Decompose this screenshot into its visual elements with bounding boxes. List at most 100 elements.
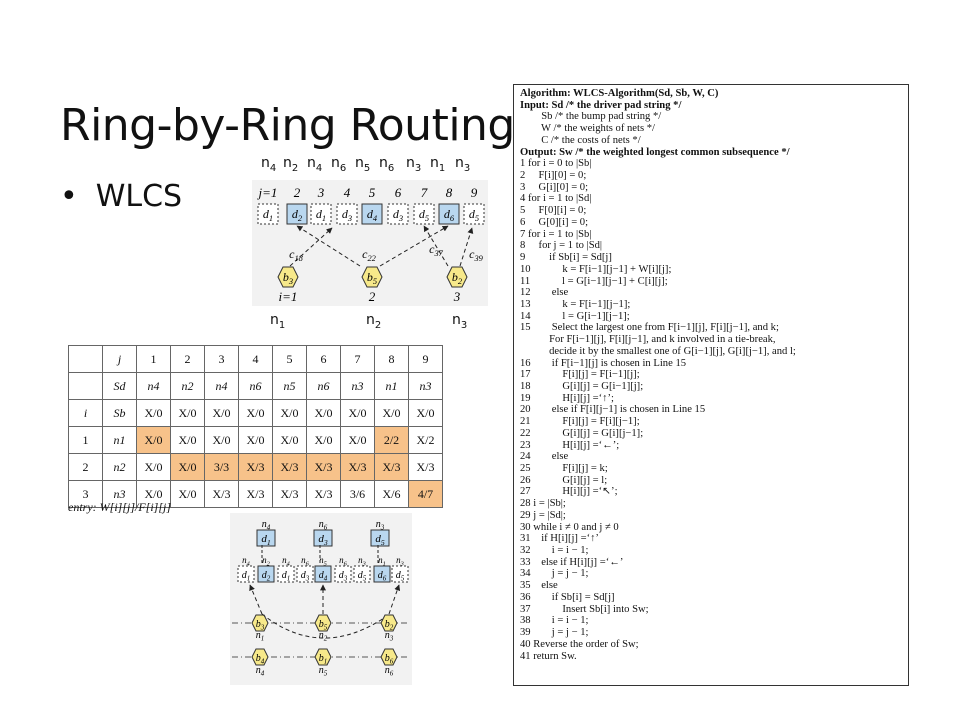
table-cell: X/6	[374, 480, 409, 508]
bump-pad	[446, 266, 468, 288]
driver-pad	[286, 203, 308, 225]
table-cell: 2	[68, 453, 103, 481]
mid-net-label: n1	[378, 555, 386, 567]
algorithm-line: 34 j = j − 1;	[520, 568, 589, 580]
algorithm-line: 30 while i ≠ 0 and j ≠ 0	[520, 521, 619, 533]
algorithm-line: 16 if F[i−1][j] is chosen in Line 15	[520, 357, 687, 369]
edge-label: c22	[362, 247, 376, 263]
algorithm-line: 33 else if H[i][j] =‘←’	[520, 556, 624, 568]
ring2-bump-label: b4	[256, 653, 265, 666]
j-label: 4	[344, 185, 351, 200]
ring2-bump-label: b1	[319, 653, 328, 666]
mid-pad-label: d6	[378, 570, 387, 583]
table-cell: X/3	[238, 453, 273, 481]
table-cell: 9	[408, 345, 443, 373]
mid-net-label: n6	[301, 555, 310, 567]
driver-pad	[361, 203, 383, 225]
algorithm-line: 38 i = i − 1;	[520, 615, 589, 627]
routing-edge	[289, 227, 333, 267]
mid-pad	[314, 565, 332, 583]
ring2-net-label: n4	[256, 665, 265, 678]
table-cell: X/0	[136, 426, 171, 454]
table-cell: Sb	[102, 399, 137, 427]
table-cell: 4/7	[408, 480, 443, 508]
algorithm-line: 12 else	[520, 287, 569, 299]
table-cell	[68, 372, 103, 400]
top-pad	[370, 529, 390, 547]
algorithm-line: 18 G[i][j] = G[i−1][j];	[520, 380, 644, 392]
algorithm-line: 27 H[i][j] =‘↖’;	[520, 486, 618, 498]
table-cell: X/3	[204, 480, 239, 508]
mid-pad	[391, 565, 409, 583]
table-cell: n3	[408, 372, 443, 400]
mid-pad-label: d3	[301, 570, 310, 583]
table-cell: 6	[306, 345, 341, 373]
slide-title: Ring-by-Ring Routing	[60, 100, 515, 151]
algorithm-line: 26 G[i][j] = l;	[520, 474, 608, 486]
ring1-bump-label: b3	[256, 619, 265, 632]
table-cell: Sd	[102, 372, 137, 400]
bullet-text: WLCS	[95, 179, 183, 214]
routing-curve	[261, 613, 385, 639]
table-cell: 2	[170, 345, 205, 373]
table-cell: n4	[204, 372, 239, 400]
table-cell: X/0	[306, 399, 341, 427]
ring2-bump	[314, 648, 332, 666]
table-cell: 3	[68, 480, 103, 508]
algorithm-line: 25 F[i][j] = k;	[520, 463, 608, 474]
table-cell: n5	[272, 372, 307, 400]
net-label: n1	[430, 155, 446, 174]
algorithm-line: 31 if H[i][j] =‘↑’	[520, 533, 599, 545]
algorithm-line: 20 else if F[i][j−1] is chosen in Line 1…	[520, 404, 706, 416]
top-net-label: n6	[319, 519, 328, 532]
ring2-bump	[251, 648, 269, 666]
algorithm-line: decide it by the smallest one of G[i−1][…	[520, 345, 796, 357]
mid-pad-label: d5	[396, 570, 405, 583]
table-cell: X/0	[136, 480, 171, 508]
table-cell: X/0	[170, 453, 205, 481]
table-cell: n3	[340, 372, 375, 400]
bump-label: b5	[367, 270, 377, 286]
algorithm-line: 10 k = F[i−1][j−1] + W[i][j];	[520, 263, 672, 275]
table-cell: n6	[238, 372, 273, 400]
bump-pad	[277, 266, 299, 288]
ring1-bump-label: b2	[385, 619, 394, 632]
algorithm-line: 11 l = G[i−1][j−1] + C[i][j];	[520, 275, 668, 287]
table-cell: X/3	[374, 453, 409, 481]
algorithm-line: Algorithm: WLCS-Algorithm(Sd, Sb, W, C)	[520, 88, 719, 99]
algorithm-line: 2 F[i][0] = 0;	[520, 170, 587, 182]
mid-pad-label: d2	[262, 570, 271, 583]
table-cell: i	[68, 399, 103, 427]
mid-net-label: n5	[319, 555, 327, 567]
table-cell: X/0	[238, 426, 273, 454]
algorithm-line: 23 H[i][j] =‘←’;	[520, 439, 620, 451]
ring2-bump	[380, 648, 398, 666]
j-label: 3	[317, 185, 325, 200]
table-cell: X/3	[306, 480, 341, 508]
bullet-dot-icon: •	[60, 179, 78, 214]
driver-pad-label: d5	[469, 207, 479, 223]
mid-net-label: n3	[358, 555, 366, 567]
i-label: 3	[453, 289, 461, 304]
table-cell: X/0	[272, 399, 307, 427]
table-cell: X/3	[306, 453, 341, 481]
j-label: 9	[471, 185, 478, 200]
table-cell: X/0	[136, 399, 171, 427]
driver-pad-label: d3	[393, 207, 403, 223]
edge-label: c39	[469, 247, 484, 263]
bump-label: b2	[452, 270, 462, 286]
table-cell: n1	[374, 372, 409, 400]
table-cell: X/0	[136, 453, 171, 481]
driver-pad-label: d1	[263, 207, 273, 223]
algorithm-line: 19 H[i][j] =‘↑’;	[520, 392, 614, 404]
net-label: n1	[270, 312, 286, 331]
algorithm-line: 17 F[i][j] = F[i−1][j];	[520, 369, 640, 381]
table-cell: 2/2	[374, 426, 409, 454]
table-cell: 5	[272, 345, 307, 373]
table-cell: 1	[68, 426, 103, 454]
table-cell: X/0	[306, 426, 341, 454]
